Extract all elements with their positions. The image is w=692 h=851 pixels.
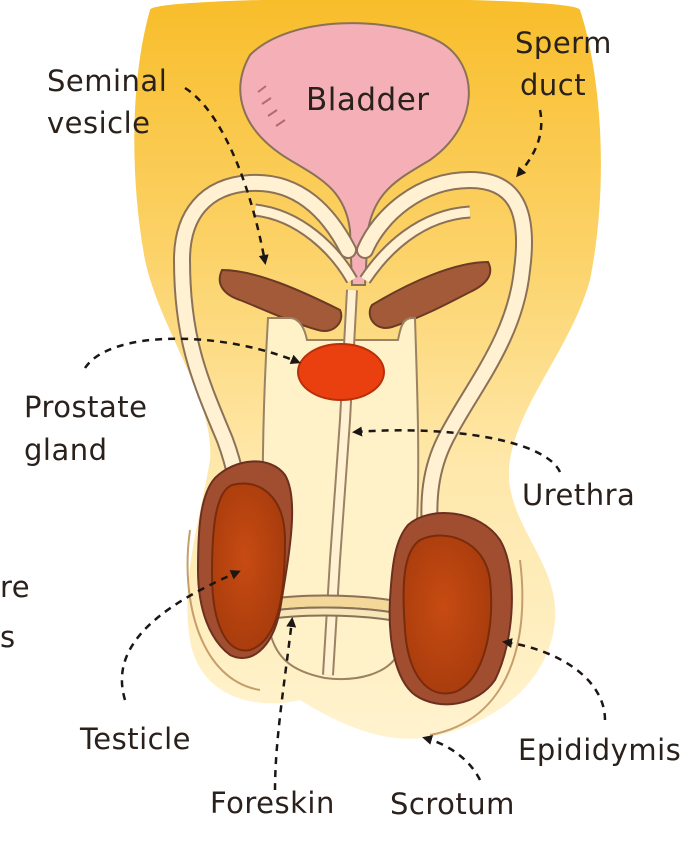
label-testicle: Testicle <box>80 722 191 757</box>
label-seminal-vesicle-line1: Seminal <box>47 60 167 102</box>
label-sperm-duct: Sperm duct <box>515 22 612 106</box>
prostate-gland-shape <box>298 344 384 400</box>
testicle-right <box>404 536 492 694</box>
label-fragment-re: re <box>0 570 30 605</box>
label-urethra: Urethra <box>522 478 635 513</box>
label-seminal-vesicle: Seminal vesicle <box>47 60 167 144</box>
testicle-left <box>212 483 285 650</box>
label-prostate-gland-line2: gland <box>24 429 147 472</box>
label-sperm-duct-line2: duct <box>515 64 612 106</box>
label-sperm-duct-line1: Sperm <box>515 22 612 64</box>
label-fragment-s: s <box>0 620 16 655</box>
label-seminal-vesicle-line2: vesicle <box>47 102 167 144</box>
label-scrotum: Scrotum <box>390 787 515 822</box>
label-prostate-gland-line1: Prostate <box>24 386 147 429</box>
label-prostate-gland: Prostate gland <box>24 386 147 472</box>
label-foreskin: Foreskin <box>210 786 335 821</box>
label-bladder: Bladder <box>306 82 430 119</box>
label-epididymis: Epididymis <box>518 733 681 768</box>
arrow-scrotum <box>425 738 480 780</box>
